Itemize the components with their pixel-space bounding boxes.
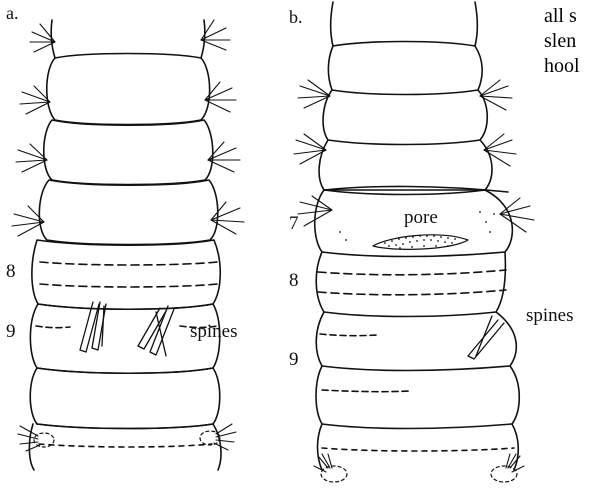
panel-b-drawing [294,2,534,482]
segment-b2 [323,90,487,145]
spines-b [468,316,504,359]
panel-a-drawing [12,20,244,470]
segment-b9 [316,312,516,371]
segment-a10 [30,368,220,429]
segment-a11 [29,424,221,470]
panel-a-spines-label: spines [190,322,238,341]
panel-b-label: b. [289,8,303,26]
clipped-side-text: all s slen hool [544,4,580,79]
side-text-line-1: all s [544,4,580,29]
panel-a-segment-9-label: 9 [6,322,16,341]
spines-a [80,302,174,356]
panel-b-segment-8-label: 8 [289,271,299,290]
segment-b10 [316,366,519,429]
panel-a-segment-8-label: 8 [6,262,16,281]
panel-b-segment-9-label: 9 [289,350,299,369]
segment-b8 [316,252,505,317]
segment-b11 [318,424,519,470]
panel-b-segment-7-label: 7 [289,214,299,233]
segment-a8 [32,240,220,309]
segment-b1 [328,46,482,95]
panel-b-pore-label: pore [404,208,438,227]
side-text-line-2: slen [544,29,580,54]
pore-region [373,235,468,250]
panel-a-label: a. [6,4,19,22]
panel-b-spines-label: spines [526,306,574,325]
segment-a2 [44,120,213,185]
segment-a3 [39,180,217,245]
side-text-line-3: hool [544,54,580,79]
segment-a1 [47,54,210,125]
